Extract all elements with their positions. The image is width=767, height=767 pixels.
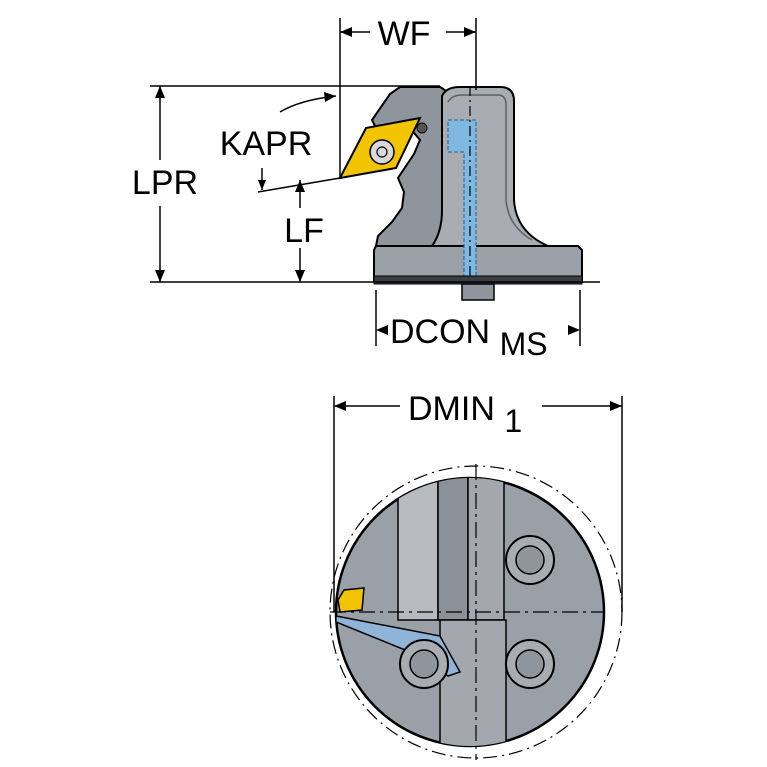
lpr-arrow-bottom-icon <box>155 270 165 282</box>
dcon-arrow-right-icon <box>568 325 580 335</box>
dmin-arrow-left-icon <box>334 401 346 411</box>
kapr-arrow-icon <box>324 92 336 102</box>
wf-label: WF <box>378 15 431 53</box>
dcon-arrow-left-icon <box>376 325 388 335</box>
slab-left <box>397 478 439 621</box>
lpr-label: LPR <box>132 164 198 202</box>
lower-block <box>439 619 507 746</box>
neck-inner <box>447 94 533 241</box>
lf-arrow-top-icon <box>295 180 305 192</box>
dmin-arrow-right-icon <box>610 401 622 411</box>
base-screw <box>461 283 495 301</box>
lpr-arrow-top-icon <box>155 86 165 98</box>
wf-arrow-left-icon <box>340 27 352 37</box>
dcon-subscript: MS <box>500 326 548 362</box>
bolt-hole-bottom-right <box>505 639 555 689</box>
kapr-label: KAPR <box>220 125 313 163</box>
wf-arrow-right-icon <box>464 27 476 37</box>
clamp-pin <box>416 122 428 134</box>
dcon-main-text: DCON <box>390 313 490 351</box>
torx-screw-inner <box>376 146 388 158</box>
holder-neck <box>430 86 549 247</box>
side-view: WF LPR KAPR LF DCON MS <box>132 15 600 362</box>
lf-arrow-bottom-icon <box>295 270 305 282</box>
bolt-hole-top-right <box>505 535 555 585</box>
dcon-label: DCON MS <box>390 313 548 362</box>
dmin-subscript: 1 <box>504 403 522 439</box>
slab-right <box>467 478 505 621</box>
bolt-hole-bottom-left <box>399 639 449 689</box>
dmin-label: DMIN 1 <box>408 390 522 439</box>
lf-label: LF <box>284 212 324 250</box>
kapr-arrow-bottom-icon <box>258 180 266 190</box>
flange-bottom-plate <box>373 275 583 285</box>
slab-mid <box>437 478 469 621</box>
dmin-main-text: DMIN <box>408 390 495 428</box>
front-view: DMIN 1 <box>329 390 623 760</box>
front-insert <box>337 587 365 613</box>
torx-screw-icon <box>369 139 395 165</box>
